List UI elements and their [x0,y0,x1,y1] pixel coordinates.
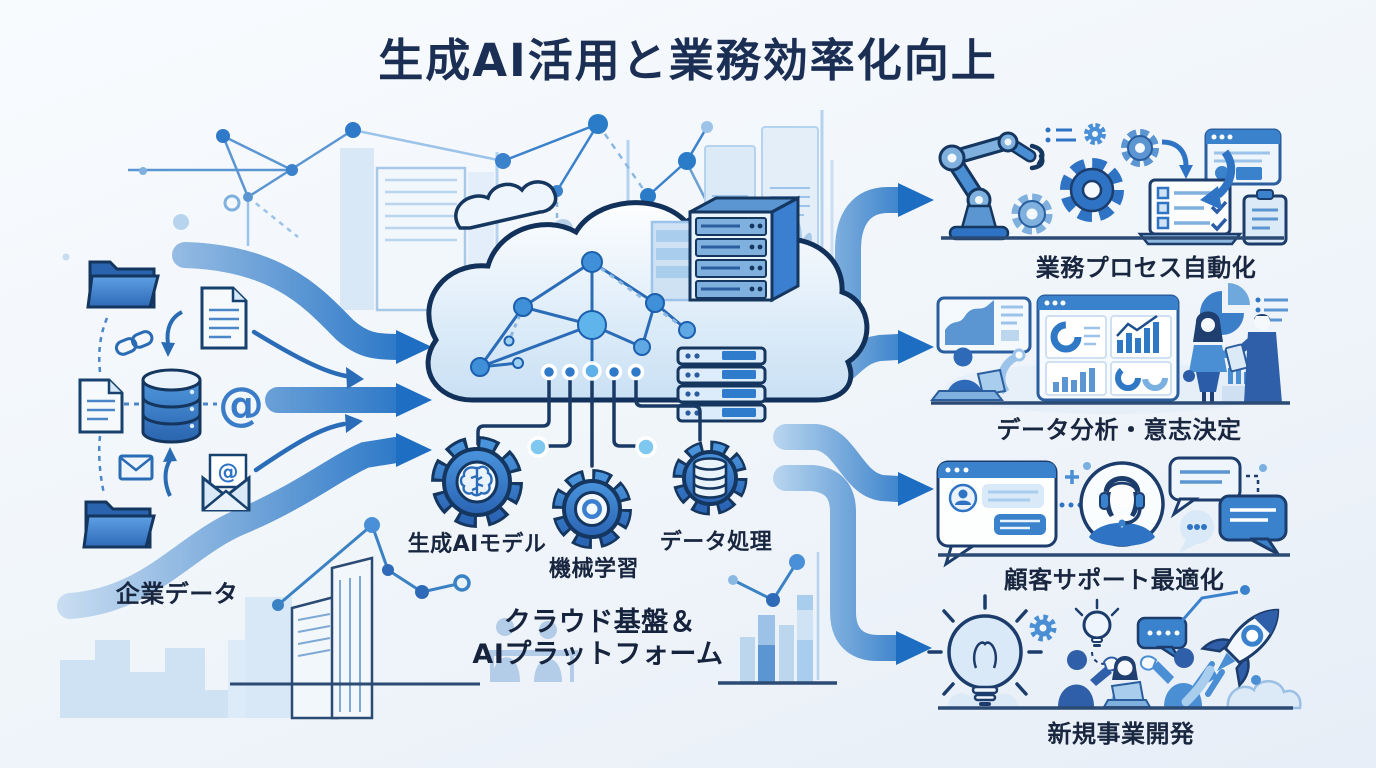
server-tower-icon [650,195,800,303]
gear-icon [1029,614,1057,642]
input-flow-arrows [57,242,432,619]
speech-bubble-dark-icon [1218,494,1288,556]
typing-bubble-icon [1179,510,1214,553]
neural-network-icon [470,251,696,377]
svg-text:@: @ [218,460,239,484]
arrow-up-icon [163,458,172,497]
browser-window-icon [1204,128,1282,186]
chart-card-icon [936,296,1032,354]
link-icon [114,330,154,356]
analyst-laptop-icon [929,347,1026,401]
platform-caption-line2: AIプラットフォーム [472,639,724,670]
outcome-label-new-business: 新規事業開発 [1047,720,1195,748]
dashed-connectors [97,317,217,495]
outcome-panel-3 [936,456,1290,568]
background-city-bottom-left [60,517,578,720]
folder-icon-2 [82,500,156,549]
open-mail-icon: @ [201,453,251,512]
machine-learning-gear-icon [552,469,632,549]
speech-bubble-light-icon [1168,456,1242,519]
source-label: 企業データ [115,580,239,608]
curved-arrow-icon [1161,139,1189,167]
outcome-panel-2 [929,283,1290,414]
chat-window-icon [936,460,1058,568]
gear-label-generative-ai: 生成AIモデル [407,532,547,557]
team-brainstorm-icon [1058,648,1218,709]
robot-arm-icon [938,131,1045,241]
gear-label-machine-learning: 機械学習 [548,557,640,582]
background-network-top-left [62,122,504,261]
dashed-corner [1246,474,1260,492]
outcome-label-analysis: データ分析・意志決定 [996,416,1242,444]
plus-sparkle-icon [1065,462,1091,484]
document-icon [200,286,248,350]
bar-chart-decoration [718,552,837,685]
document-icon-2 [78,378,124,434]
outcome-label-automation: 業務プロセス自動化 [1035,254,1257,282]
server-stack-icon [676,346,767,423]
folder-icon [86,260,160,309]
lightbulb-icon [927,594,1043,706]
clipboard-icon [1242,189,1288,246]
dotted-connector [1059,502,1083,508]
page-title: 生成AI活用と業務効率化向上 [378,34,998,87]
platform-caption-line1: クラウド基盤＆ [503,607,697,638]
at-symbol-icon: @ [218,377,264,431]
small-lightbulb-icon [1074,598,1120,665]
gears-icon [1011,123,1159,235]
support-agent-icon [1079,461,1165,547]
circuit-lines [476,361,702,468]
enterprise-data-group: @ @ [78,260,264,549]
brain-gear-icon [431,436,523,528]
discussion-people-icon [1183,311,1282,403]
list-glyph-icon [1045,127,1076,143]
rocket-icon [1172,585,1280,707]
database-icon [141,368,202,444]
outcome-panel-1 [938,123,1288,246]
small-cloud-icon [454,180,558,230]
gear-label-data-processing: データ処理 [659,530,773,555]
outcome-label-support: 顧客サポート最適化 [1003,566,1225,594]
line-chart-decoration [272,517,471,611]
envelope-icon [118,454,154,481]
outcome-panel-4 [927,585,1302,710]
dashboard-icon [1036,294,1180,402]
database-gear-icon [672,440,748,516]
people-at-table-silhouette [486,618,578,682]
arrow-down-icon [165,310,184,345]
